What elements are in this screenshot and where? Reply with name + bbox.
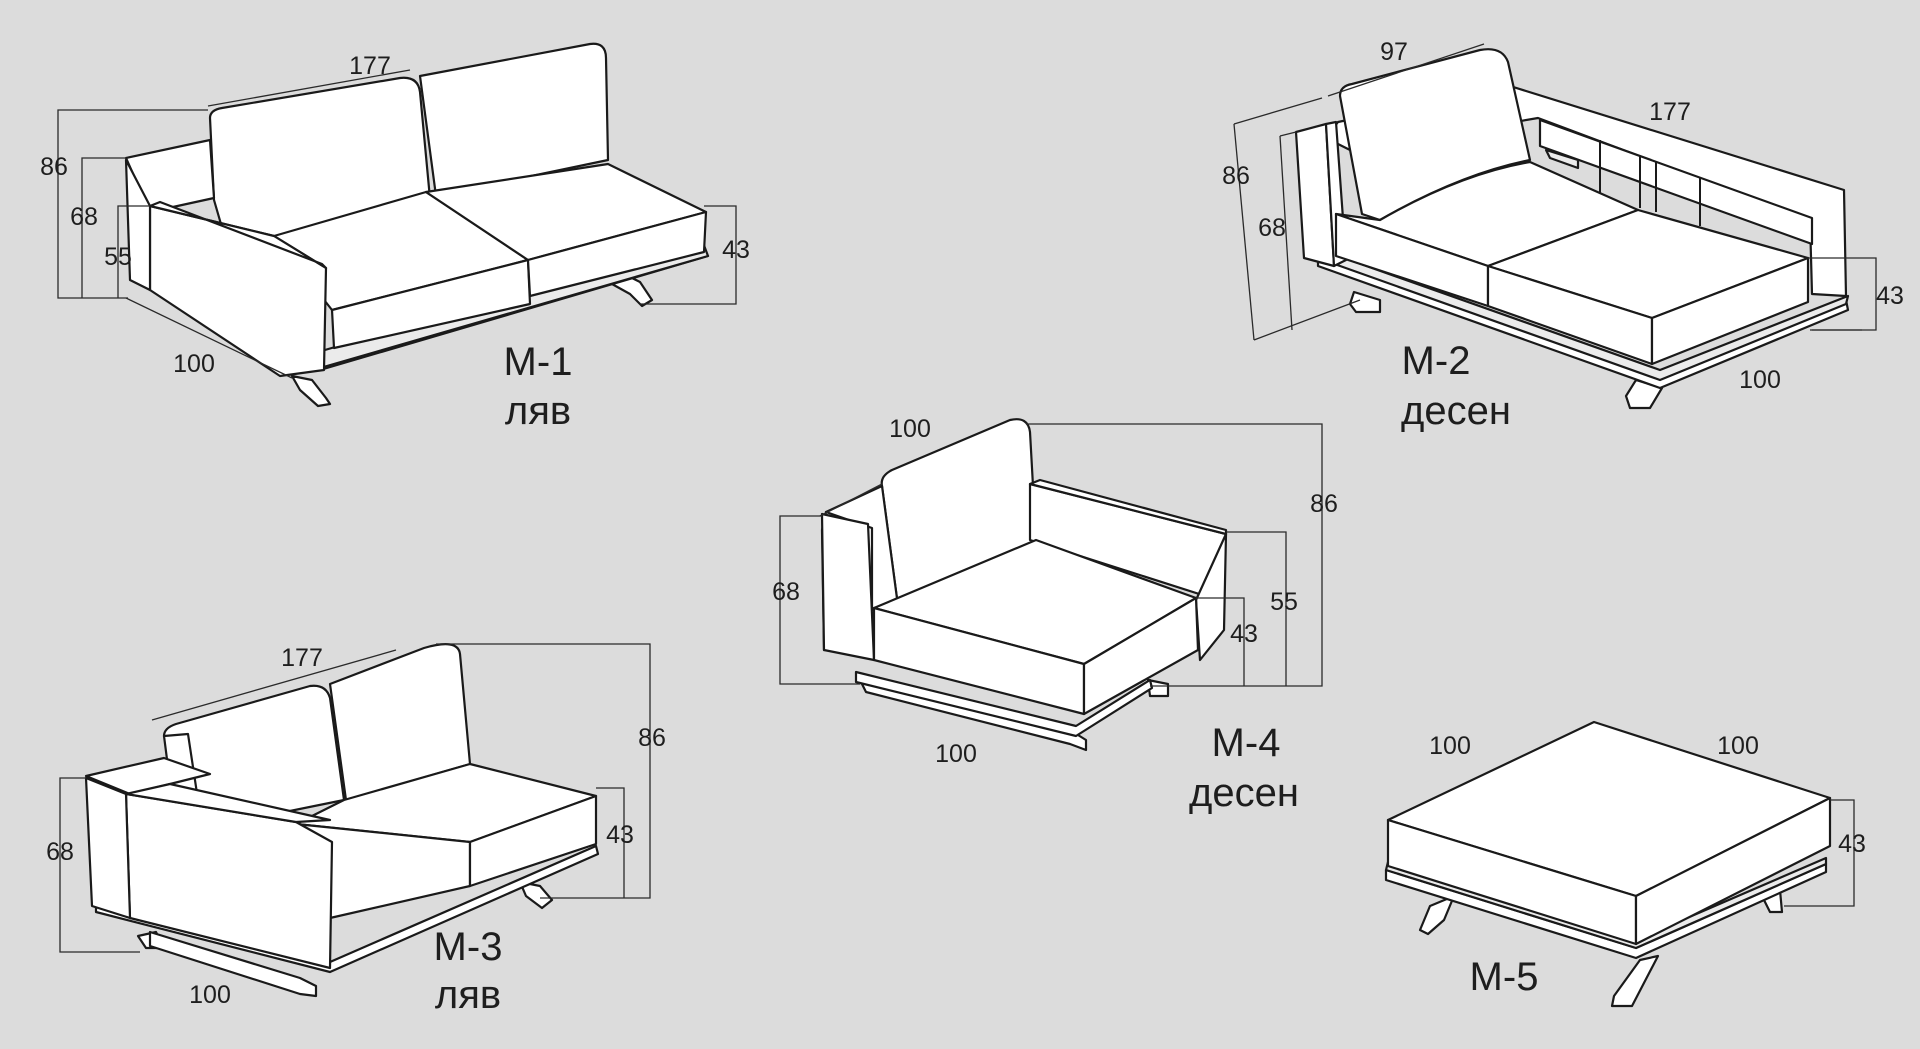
module-m3-total-height-label: 86 bbox=[638, 724, 666, 752]
module-m2-title: M-2 bbox=[1402, 339, 1471, 383]
module-m3-dimension-lines bbox=[59, 643, 651, 953]
module-m3-width-label: 177 bbox=[281, 644, 323, 672]
module-m2-length-label: 177 bbox=[1649, 98, 1691, 126]
module-m1-back-seat-label: 55 bbox=[104, 243, 132, 271]
module-m4-title: M-4 bbox=[1212, 721, 1281, 765]
module-m2-armrest-height-label: 68 bbox=[1258, 214, 1286, 242]
module-m4-width-label: 100 bbox=[889, 415, 931, 443]
module-m2-side: десен bbox=[1401, 389, 1511, 433]
module-m3-drawing bbox=[84, 643, 600, 998]
module-m2-total-height-label: 86 bbox=[1222, 162, 1250, 190]
module-m4-dimension-lines bbox=[779, 423, 1323, 687]
module-m1-drawing bbox=[124, 42, 710, 408]
module-m3-depth-label: 100 bbox=[189, 981, 231, 1009]
module-m3-armrest-height-label: 68 bbox=[46, 838, 74, 866]
module-m1-seat-height-label: 43 bbox=[722, 236, 750, 264]
module-m3: 177 86 43 68 100 M-3 ляв bbox=[46, 643, 666, 1017]
module-m3-title: M-3 bbox=[434, 925, 503, 969]
module-m5-drawing bbox=[1384, 720, 1832, 1008]
module-m2-dimension-lines bbox=[1233, 43, 1877, 341]
module-m1-armrest-height-label: 68 bbox=[70, 203, 98, 231]
module-m2-depth-label: 100 bbox=[1739, 366, 1781, 394]
module-m5: 100 100 43 M-5 bbox=[1384, 720, 1866, 1008]
module-m4-depth-label: 100 bbox=[935, 740, 977, 768]
module-m2: 97 177 86 68 43 100 M-2 десен bbox=[1222, 38, 1904, 433]
module-m1-dimension-lines bbox=[57, 69, 737, 379]
module-m4-back-seat-label: 55 bbox=[1270, 588, 1298, 616]
module-m2-seat-height-label: 43 bbox=[1876, 282, 1904, 310]
module-m2-drawing bbox=[1294, 48, 1850, 410]
module-m3-seat-height-label: 43 bbox=[606, 821, 634, 849]
module-m5-depth-label: 100 bbox=[1717, 732, 1759, 760]
module-m1-total-height-label: 86 bbox=[40, 153, 68, 181]
module-m5-title: M-5 bbox=[1470, 955, 1539, 999]
module-m2-back-width-label: 97 bbox=[1380, 38, 1408, 66]
module-m5-dimension-lines bbox=[1784, 799, 1855, 907]
module-m1-width-label: 177 bbox=[349, 52, 391, 80]
module-m4-side: десен bbox=[1189, 771, 1299, 815]
module-m4-total-height-label: 86 bbox=[1310, 490, 1338, 518]
module-m4-drawing bbox=[820, 418, 1228, 752]
module-m4: 100 86 55 43 68 100 M-4 десен bbox=[772, 415, 1338, 815]
module-m1-title: M-1 bbox=[504, 340, 573, 384]
module-m1-depth-label: 100 bbox=[173, 350, 215, 378]
module-m5-width-label: 100 bbox=[1429, 732, 1471, 760]
module-m1-side: ляв bbox=[505, 389, 571, 433]
module-m5-height-label: 43 bbox=[1838, 830, 1866, 858]
module-m4-armrest-height-label: 68 bbox=[772, 578, 800, 606]
module-m4-seat-height-label: 43 bbox=[1230, 620, 1258, 648]
module-m3-side: ляв bbox=[435, 973, 501, 1017]
module-m1: 177 86 68 55 43 100 M-1 ляв bbox=[40, 42, 750, 433]
